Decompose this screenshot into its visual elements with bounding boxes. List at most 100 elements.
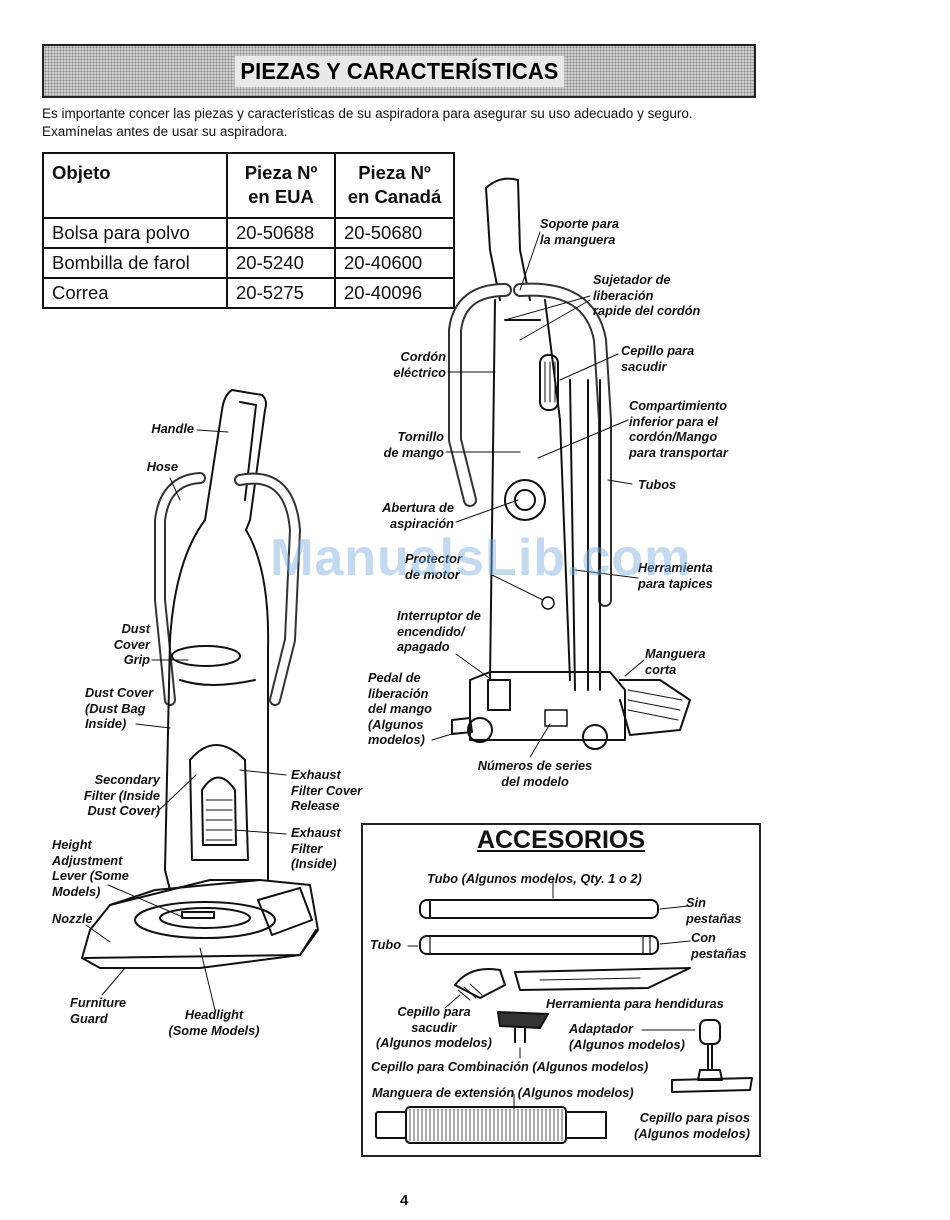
- label-herramienta-tapices: Herramienta para tapices: [638, 560, 738, 591]
- label-line: Cover: [113, 636, 150, 652]
- label-line: apagado: [397, 639, 450, 654]
- label-line: Filter: [291, 840, 323, 856]
- cell-item: Correa: [42, 277, 228, 309]
- accessories-box: [361, 823, 761, 1157]
- label-line: Cepillo para: [397, 1004, 471, 1019]
- label-line: (Algunos modelos): [634, 1125, 750, 1141]
- header-pieza-eua-line1: Pieza Nº: [244, 162, 318, 183]
- cell-item: Bolsa para polvo: [42, 217, 228, 249]
- watermark: ManualsLib.com: [270, 529, 692, 587]
- label-line: Dust: [121, 621, 150, 636]
- label-line: corta: [645, 661, 677, 677]
- label-line: Tornillo: [397, 429, 444, 444]
- label-line: para tapices: [638, 575, 713, 591]
- label-line: Furniture: [70, 995, 127, 1010]
- label-pedal: Pedal de liberación del mango (Algunos m…: [368, 670, 448, 748]
- label-dust-cover-grip: Dust Cover Grip: [100, 621, 150, 668]
- title-banner: PIEZAS Y CARACTERÍSTICAS: [42, 44, 756, 98]
- label-dust-cover: Dust Cover (Dust Bag Inside): [85, 685, 175, 732]
- label-nozzle: Nozzle: [52, 911, 93, 926]
- label-manguera-extension: Manguera de extensión (Algunos modelos): [372, 1085, 634, 1100]
- label-line: Con: [691, 930, 716, 945]
- table-row: Correa 20-5275 20-40096: [42, 277, 455, 309]
- label-interruptor: Interruptor de encendido/ apagado: [397, 608, 497, 655]
- label-line: Adjustment: [52, 852, 123, 868]
- label-tubos: Tubos: [638, 477, 677, 492]
- label-line: Exhaust: [291, 825, 341, 840]
- label-soporte: Soporte para la manguera: [540, 216, 640, 247]
- header-pieza-eua-line2: en EUA: [248, 186, 314, 207]
- label-handle: Handle: [151, 421, 194, 436]
- right-leader-lines: [431, 231, 645, 758]
- label-line: del modelo: [501, 773, 569, 789]
- left-vacuum-drawing: [81, 389, 319, 969]
- label-exhaust-filter: Exhaust Filter (Inside): [291, 825, 361, 872]
- label-line: Cordón: [400, 349, 447, 364]
- label-manguera-corta: Manguera corta: [645, 646, 725, 677]
- cell-item: Bombilla de farol: [42, 247, 228, 279]
- header-objeto: Objeto: [42, 152, 228, 219]
- label-sujetador: Sujetador de liberación rapide del cordó…: [593, 272, 723, 319]
- cell-usa: 20-5275: [226, 277, 336, 309]
- label-line: Herramienta: [638, 560, 713, 575]
- cell-usa: 20-5240: [226, 247, 336, 279]
- accessories-title: ACCESORIOS: [476, 826, 646, 854]
- label-abertura: Abertura de aspiración: [360, 500, 454, 531]
- label-sin-pestanas: Sin pestañas: [686, 895, 746, 926]
- page-title: PIEZAS Y CARACTERÍSTICAS: [234, 55, 564, 87]
- label-line: Grip: [123, 652, 150, 667]
- label-line: Lever (Some: [52, 868, 129, 883]
- label-compartimiento: Compartimiento inferior para el cordón/M…: [629, 398, 749, 460]
- label-line: Números de series: [477, 758, 593, 773]
- label-cepillo-sacudir: Cepillo para sacudir: [621, 343, 721, 374]
- label-furniture-guard: Furniture Guard: [70, 995, 150, 1026]
- label-line: eléctrico: [393, 364, 446, 380]
- label-acc-cepillo-sacudir: Cepillo para sacudir (Algunos modelos): [370, 1004, 498, 1051]
- header-pieza-canada-line2: en Canadá: [347, 186, 442, 207]
- label-line: Dust Cover): [87, 803, 160, 818]
- label-line: encendido/: [397, 623, 465, 639]
- label-line: rapide del cordón: [593, 303, 701, 318]
- label-line: (Inside): [291, 856, 337, 871]
- label-cepillo-pisos: Cepillo para pisos (Algunos modelos): [620, 1110, 750, 1141]
- label-line: Manguera: [645, 646, 706, 661]
- table-row: Bombilla de farol 20-5240 20-40600: [42, 247, 455, 279]
- label-line: Adaptador: [569, 1021, 633, 1036]
- label-protector: Protector de motor: [405, 551, 491, 582]
- label-line: Abertura de: [382, 500, 454, 515]
- label-line: Filter Cover: [291, 782, 363, 798]
- accessories-drawing: [375, 877, 753, 1144]
- label-line: Protector: [405, 551, 462, 566]
- label-line: Cepillo para: [621, 343, 695, 358]
- label-line: de motor: [405, 566, 460, 582]
- label-height-adjustment: Height Adjustment Lever (Some Models): [52, 837, 148, 899]
- label-line: Compartimiento: [629, 398, 728, 413]
- label-line: (Dust Bag: [85, 700, 146, 716]
- cell-canada: 20-40600: [334, 247, 455, 279]
- label-line: Height: [52, 837, 92, 852]
- label-secondary-filter: Secondary Filter (Inside Dust Cover): [64, 772, 160, 819]
- label-hose: Hose: [146, 459, 178, 474]
- label-line: cordón/Mango: [629, 429, 718, 444]
- label-line: del mango: [368, 701, 432, 716]
- page-number: 4: [400, 1192, 409, 1209]
- label-line: la manguera: [540, 231, 616, 247]
- label-line: aspiración: [389, 515, 454, 531]
- label-line: Release: [291, 798, 340, 813]
- extension-hose-ribs: [409, 1109, 563, 1141]
- cell-canada: 20-50680: [334, 217, 455, 249]
- header-pieza-canada-line1: Pieza Nº: [358, 162, 431, 183]
- label-line: Cepillo para pisos: [639, 1110, 750, 1125]
- label-line: Pedal de: [368, 670, 421, 685]
- label-exhaust-filter-cover-release: Exhaust Filter Cover Release: [291, 767, 381, 814]
- left-leader-lines: [85, 429, 287, 1011]
- cell-canada: 20-40096: [334, 277, 455, 309]
- label-line: Inside): [85, 716, 127, 731]
- label-line: Guard: [70, 1010, 108, 1026]
- label-con-pestanas: Con pestañas: [691, 930, 751, 961]
- label-line: (Algunos modelos): [569, 1036, 685, 1052]
- label-line: Sujetador de: [593, 272, 671, 287]
- label-line: Interruptor de: [397, 608, 481, 623]
- cell-usa: 20-50688: [226, 217, 336, 249]
- label-line: (Some Models): [168, 1022, 260, 1038]
